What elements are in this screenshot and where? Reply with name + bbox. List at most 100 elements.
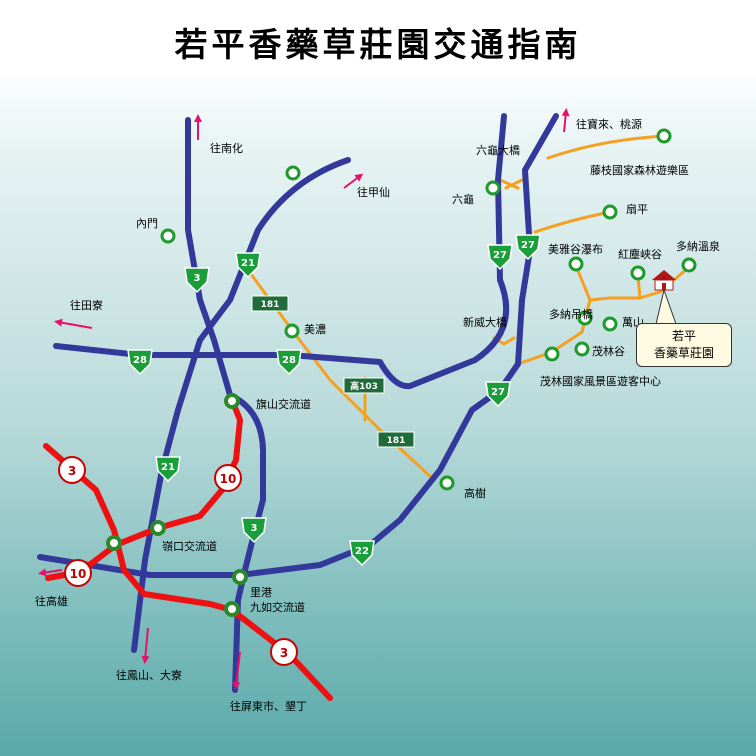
svg-text:10: 10 [70,567,87,581]
shield-21-south: 21 [155,456,181,483]
poi-marker [602,316,618,332]
svg-text:27: 27 [521,240,535,251]
label-lingkou-ic: 嶺口交流道 [162,539,217,553]
interchange-qishan [224,393,240,409]
poi-marker [160,228,176,244]
arrow-tianliao [54,318,93,329]
arrow-fengshan [141,627,150,664]
svg-text:高103: 高103 [350,380,378,392]
local-roads [246,134,690,480]
highways [37,113,559,693]
plate-k103: 高103 [343,377,385,394]
label-liugui-bridge: 六龜大橋 [476,143,520,157]
label-nanhua: 往南化 [210,141,243,155]
callout-line1: 若平 [671,329,696,343]
house-icon [652,270,676,291]
label-meinong: 美濃 [304,322,326,336]
shield-3-north: 3 [184,267,210,294]
arrow-baolai [561,108,570,133]
label-xinwei-bridge: 新威大橋 [463,315,507,329]
road-meiya [574,264,592,302]
highway-28-27 [53,113,510,390]
highway-3-south [227,392,266,693]
arrow-kaohsiung [38,568,63,577]
svg-text:27: 27 [491,387,505,398]
svg-text:22: 22 [355,546,369,557]
poi-marker [577,310,593,326]
label-duona-hotspring: 多納溫泉 [676,239,720,253]
plate-181-south: 181 [377,431,415,448]
shield-3-south: 3 [241,517,267,544]
svg-text:3: 3 [251,523,258,534]
svg-text:28: 28 [133,355,147,366]
svg-text:21: 21 [161,462,175,473]
destination-callout: 若平 香藥草莊園 [636,323,732,367]
label-meiya: 美雅谷瀑布 [548,242,603,256]
svg-text:3: 3 [68,464,76,478]
poi-marker [602,204,618,220]
poi-marker [485,180,501,196]
badge-freeway-3-south: 3 [270,638,298,666]
label-hongye: 紅塵峽谷 [618,247,662,261]
badge-freeway-3-north: 3 [58,456,86,484]
label-gaoshu: 高樹 [464,486,486,500]
label-jiuru-ic: 九如交流道 [250,600,305,614]
road-shanping [533,210,612,234]
svg-text:181: 181 [261,300,280,310]
interchanges [106,393,248,617]
poi-marker [574,341,590,357]
badge-freeway-10-north: 10 [214,464,242,492]
highway-21 [131,157,351,653]
shield-27-a: 27 [487,244,513,271]
label-menmen: 內門 [136,217,158,230]
liugui-bridge-mark [498,178,524,190]
shield-27-c: 27 [485,381,511,408]
interchange-jiuru [224,601,240,617]
arrow-jiaxian [343,173,364,189]
label-pingtung: 往屏東市、墾丁 [230,699,307,713]
freeway-3 [43,443,333,701]
poi-marker [630,265,646,281]
freeways [43,397,333,701]
svg-text:10: 10 [220,472,237,486]
freeway-badges: 3 10 10 3 [58,456,298,666]
shield-27-b: 27 [515,234,541,261]
svg-text:3: 3 [194,273,201,284]
svg-text:28: 28 [282,355,296,366]
poi-marker [544,346,560,362]
poi-marker [439,475,455,491]
svg-text:181: 181 [387,436,406,446]
shield-22: 22 [349,540,375,567]
label-maolin: 茂林谷 [592,344,625,358]
interchange-ligang [232,569,248,585]
svg-text:27: 27 [493,250,507,261]
label-duona-bridge: 多納吊橋 [549,307,593,321]
interchange-lingkou [150,520,166,536]
poi-marker [284,323,300,339]
badge-freeway-10-west: 10 [64,559,92,587]
label-fengshan: 往鳳山、大寮 [116,668,182,682]
poi-marker [656,128,672,144]
label-shanping: 扇平 [626,202,648,216]
poi-marker [568,256,584,272]
label-qishan-ic: 旗山交流道 [256,397,311,411]
arrow-pingtung [232,651,241,690]
route-shields: 3 21 28 28 27 27 [127,234,541,567]
plate-181-north: 181 [251,295,289,312]
shield-21-north: 21 [235,252,261,279]
label-ligang: 里港 [250,586,272,599]
label-maolin-center: 茂林國家風景區遊客中心 [540,374,661,388]
svg-text:21: 21 [241,258,255,269]
callout-pointer [655,288,677,325]
label-jiaxian: 往甲仙 [357,185,390,199]
place-labels: 往南化 往甲仙 往寶來、桃源 往田寮 往高雄 往鳳山、大寮 往屏東市、墾丁 內門… [35,117,720,713]
interchange-kaohsiung [106,535,122,551]
label-tianliao: 往田寮 [70,298,103,312]
road-tengzhi [546,134,666,160]
direction-arrows [38,108,570,690]
page-title: 若平香藥草莊園交通指南 [174,25,582,64]
poi-marker [285,165,301,181]
label-tengzhi: 藤枝國家森林遊樂區 [590,163,689,177]
